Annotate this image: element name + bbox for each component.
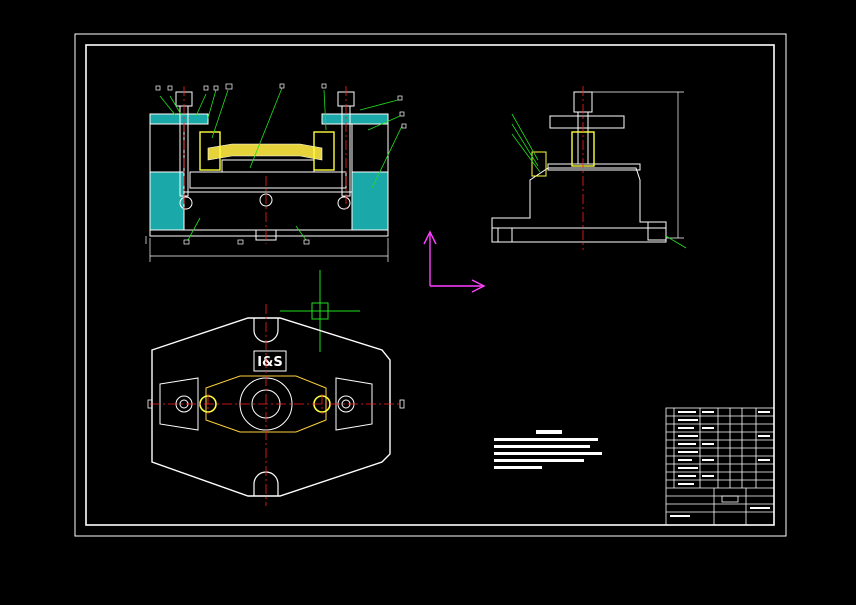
notes-line-1 <box>494 438 598 441</box>
front-base-right-section <box>351 171 389 231</box>
side-leader-lines <box>511 113 687 249</box>
front-base-left-section <box>149 171 185 231</box>
side-body <box>491 167 667 228</box>
side-height-dimension <box>592 91 684 239</box>
title-block-name-cell <box>721 495 739 503</box>
inner-drawing-border <box>85 44 775 526</box>
notes-line-4 <box>494 459 584 462</box>
front-left-bushing <box>199 131 221 171</box>
parts-list-columns <box>673 408 757 525</box>
parts-list-rows <box>666 415 774 513</box>
plan-stamp-text: I&S <box>257 355 283 370</box>
side-view <box>491 86 687 250</box>
plan-centerlines <box>150 304 400 506</box>
notes-line-3 <box>494 452 602 455</box>
front-left-pivot <box>179 196 193 210</box>
front-centerlines <box>183 86 347 244</box>
side-left-foot <box>497 227 513 243</box>
front-inner-plate <box>189 171 347 189</box>
front-base-foot <box>149 229 389 237</box>
front-clamp-lever <box>207 143 323 161</box>
side-locator <box>531 151 547 177</box>
front-section-view <box>145 83 407 262</box>
side-base <box>491 227 667 243</box>
front-right-bushing <box>313 131 335 171</box>
side-bolt <box>577 111 589 165</box>
plan-inner-step <box>159 377 373 431</box>
front-right-pivot <box>337 196 351 210</box>
title-block-border <box>665 407 775 526</box>
front-left-column-cap <box>149 117 185 173</box>
front-overall-dimension <box>145 236 389 262</box>
plan-side-marks <box>147 399 405 409</box>
notes-heading-bar <box>536 430 562 434</box>
title-block <box>665 407 775 526</box>
front-left-top-plate <box>149 113 209 125</box>
drawing-frames <box>74 33 787 537</box>
side-clamp-arm <box>549 115 625 129</box>
notes-line-2 <box>494 445 590 448</box>
front-right-top-plate <box>321 113 389 125</box>
technical-notes-block <box>494 430 602 469</box>
plan-outline <box>151 317 391 497</box>
parts-list-text-marks <box>670 411 770 517</box>
ucs-axis-icon <box>423 230 486 293</box>
front-workpiece <box>221 159 315 173</box>
outer-paper-border <box>74 33 787 537</box>
plan-lever-body <box>205 375 327 433</box>
crosshair-cursor-icon <box>280 270 360 352</box>
front-base-body <box>183 191 353 231</box>
front-leader-lines <box>159 87 403 241</box>
plan-view: I&S <box>147 304 405 506</box>
notes-line-5 <box>494 466 542 469</box>
side-right-foot <box>647 221 667 241</box>
plan-stamp-box <box>253 350 287 372</box>
front-right-column-cap <box>351 117 389 173</box>
front-part-tags <box>155 83 407 245</box>
